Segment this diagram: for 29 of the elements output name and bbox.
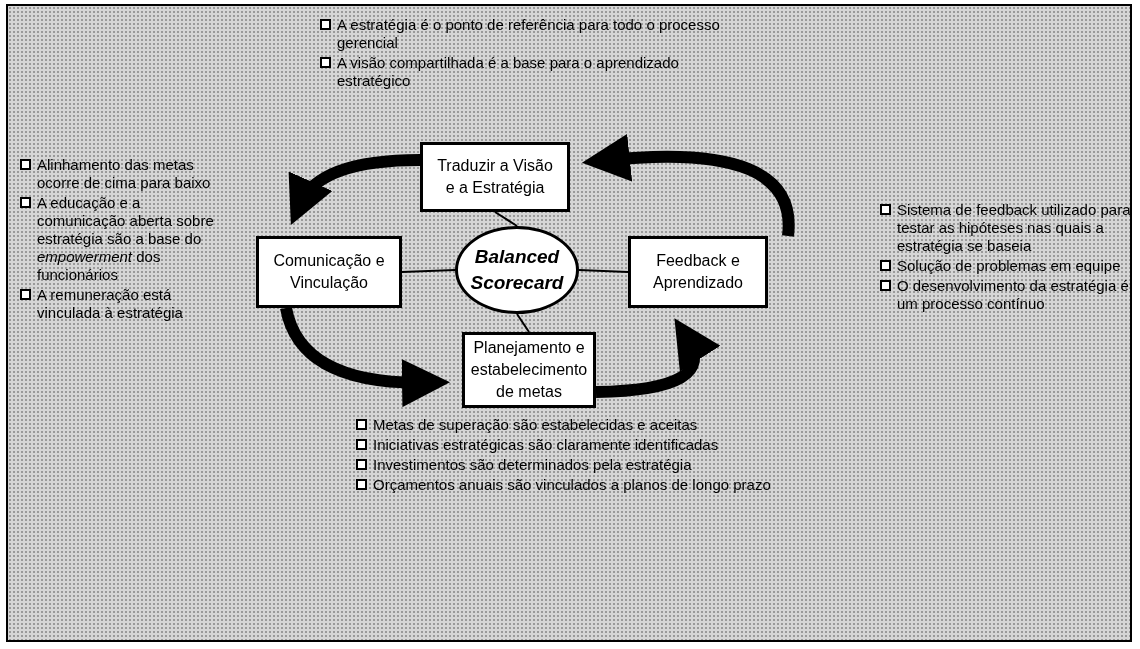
box-label: Planejamento e estabelecimento de metas [470,338,588,402]
center-title: Balanced Scorecard [469,245,565,295]
bullet-text: Alinhamento das metas ocorre de cima para baixo [37,156,212,192]
box-label: Feedback e Aprendizado [652,251,744,293]
bullet-text: O desenvolvimento da estratégia é um processo contínuo [897,277,1130,313]
bullet-text: A remuneração está vinculada à estratégia [37,286,184,322]
process-box [628,236,768,308]
bullet-text: Solução de problemas em equipe [897,257,1121,275]
bullet-text: Investimentos são determinados pela estratégia [373,456,692,474]
connector-line [494,211,518,227]
bullet-text: Orçamentos anuais são vinculados a planos de longo prazo [373,476,771,494]
bullet-text: Metas de superação são estabelecidas e aceitas [373,416,698,434]
connector-line [578,269,629,273]
process-box [462,332,596,408]
center-ellipse [455,226,579,314]
curved-arrow [280,306,450,407]
bullet-text: Iniciativas estratégicas são claramente identificadas [373,436,719,454]
bullet-text: A educação e a comunicação aberta sobre estratégia são a base do empowerment dos funcionários [37,194,215,284]
curved-arrow [289,154,421,225]
connector-line [401,269,456,273]
process-box [420,142,570,212]
curved-arrow [595,317,720,398]
box-label: Traduzir a Visão e a Estratégia [436,156,554,198]
box-label: Comunicação e Vinculação [272,251,386,293]
process-box [256,236,402,308]
bullet-text: A visão compartilhada é a base para o aprendizado estratégico [337,54,680,90]
bullet-text: Sistema de feedback utilizado para testar as hipóteses nas quais a estratégia se baseia [897,201,1132,255]
connector-line [516,313,530,333]
bullet-text: A estratégia é o ponto de referência para todo o processo gerencial [337,16,721,52]
